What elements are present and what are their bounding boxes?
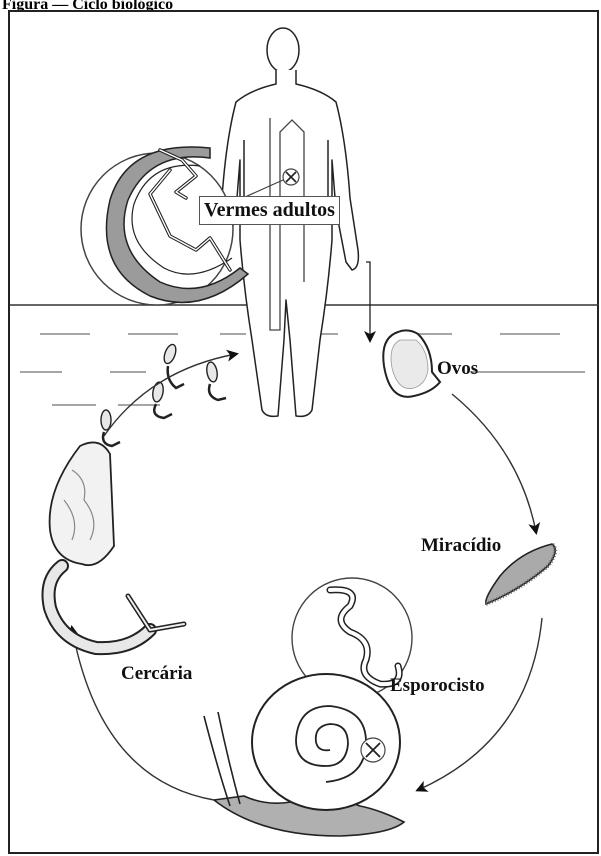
arrow-eggs-to-miracidium <box>452 394 536 532</box>
swimming-cercariae <box>101 343 226 446</box>
label-miracidium: Miracídio <box>421 536 501 555</box>
egg-illustration <box>383 330 440 396</box>
label-adult-worms: Vermes adultos <box>199 196 340 225</box>
cercaria-illustration <box>49 442 185 648</box>
label-eggs: Ovos <box>437 359 478 378</box>
circled-x-icon <box>361 738 385 762</box>
adult-worms-circle <box>81 147 248 305</box>
label-cercaria: Cercária <box>121 664 192 683</box>
label-sporocyst: Esporocisto <box>390 676 485 695</box>
circled-x-icon <box>283 169 299 185</box>
arrow-to-eggs <box>366 262 370 340</box>
arrow-miracidium-to-snail <box>418 618 542 790</box>
arrow-cercaria-to-human <box>104 354 236 436</box>
